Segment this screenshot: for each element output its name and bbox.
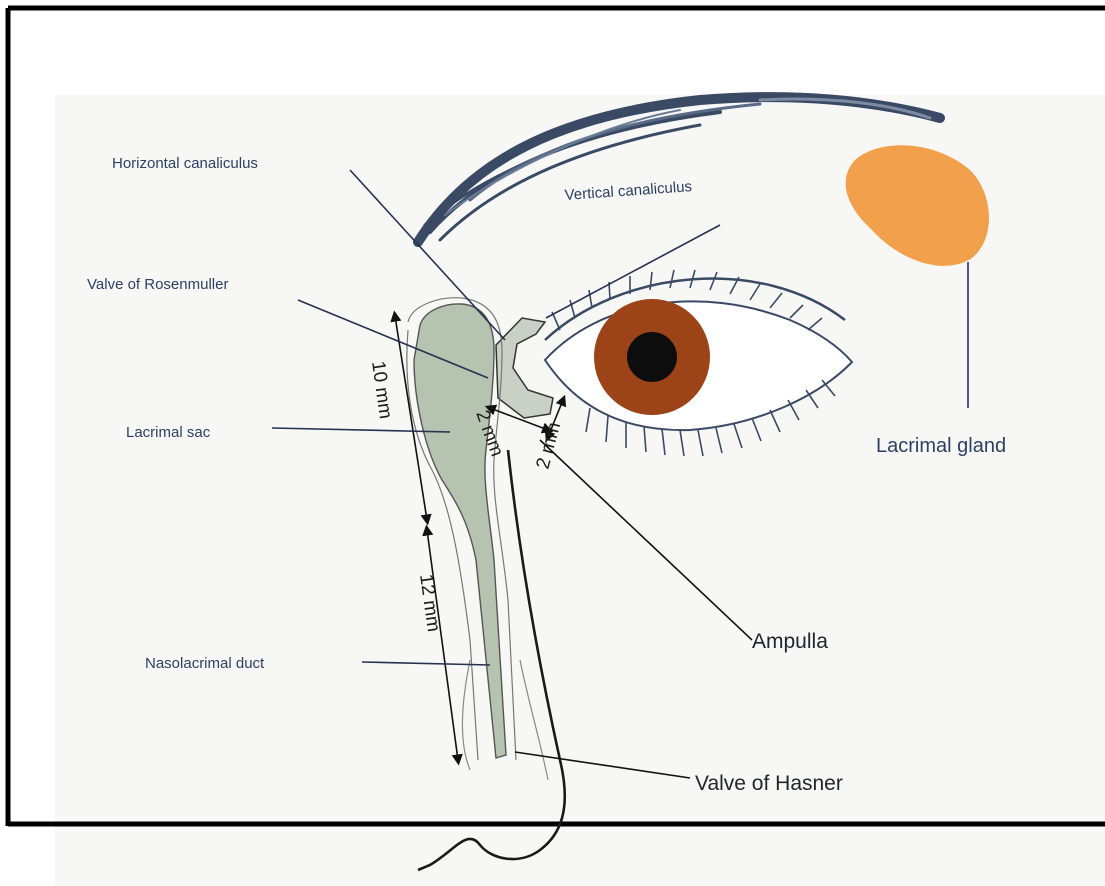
lacrimal-sac-label: Lacrimal sac (126, 424, 211, 441)
lacrimal-gland-label: Lacrimal gland (876, 435, 1006, 457)
pupil (627, 332, 677, 382)
nasolacrimal-duct-label: Nasolacrimal duct (145, 655, 265, 672)
valve-of-hasner-label: Valve of Hasner (695, 772, 843, 795)
ampulla-label: Ampulla (752, 630, 828, 653)
horizontal-canaliculus-label: Horizontal canaliculus (112, 155, 258, 172)
valve-of-rosenmuller-label: Valve of Rosenmuller (87, 276, 228, 293)
